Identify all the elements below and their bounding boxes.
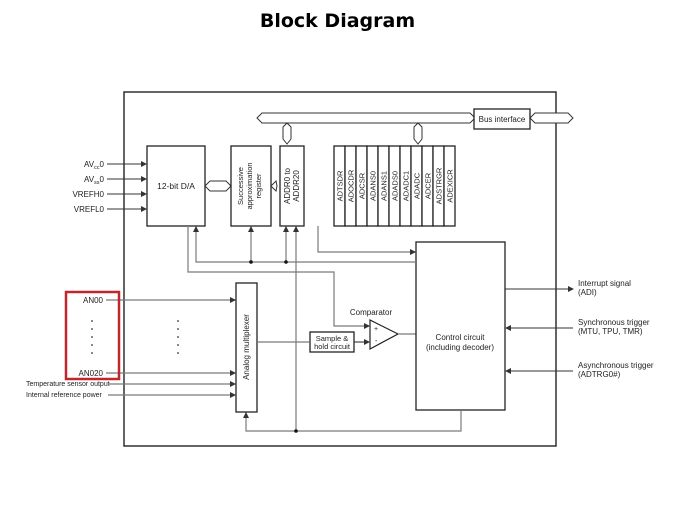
register-label: ADTSDR (336, 170, 345, 201)
module-boundary (123, 91, 557, 447)
interrupt-label-line2: (ADI) (578, 288, 597, 297)
sar-label-line3: register (254, 173, 263, 199)
interrupt-label-line1: Interrupt signal (578, 279, 631, 288)
sar-label-line2: approximation (245, 162, 254, 209)
control-circuit-block (415, 241, 506, 411)
register-label: ADCER (424, 172, 433, 199)
internal-ref-label: Internal reference power (26, 392, 103, 399)
register-label: ADANS0 (369, 171, 378, 201)
sync-trigger-label-line2: (MTU, TPU, TMR) (578, 327, 643, 336)
register-label: ADCSR (358, 172, 367, 199)
register-label: ADADC (413, 172, 422, 199)
bus-interface-block (473, 108, 531, 130)
analog-multiplexer-label: Analog multiplexer (242, 314, 251, 380)
avss-label: AVss0 (84, 175, 105, 186)
control-circuit-label-line2: (including decoder) (426, 343, 494, 352)
an020-label: AN020 (79, 369, 104, 378)
comparator-plus: + (374, 326, 378, 333)
temp-sensor-label: Temperature sensor output (26, 381, 110, 388)
analog-inputs-highlight (64, 290, 121, 381)
vrefh-label: VREFH0 (72, 190, 104, 199)
register-label: ADSTRGR (435, 167, 444, 204)
register-label: ADEXICR (446, 169, 455, 203)
vrefl-label: VREFL0 (74, 205, 105, 214)
register-cell (443, 145, 456, 227)
addr-registers-block (279, 145, 305, 227)
register-label: ADADC1 (402, 171, 411, 201)
sample-hold-label-line2: hold circuit (314, 342, 351, 351)
sar-addr-bus (270, 179, 278, 193)
avcc-label: AVcc0 (84, 160, 105, 171)
async-trigger-label-line1: Asynchronous trigger (578, 361, 654, 370)
channel-ellipsis-left (91, 320, 93, 354)
async-trigger-label-line2: (ADTRG0#) (578, 370, 621, 379)
register-label: ADOCDR (347, 169, 356, 202)
sample-hold-label-line1: Sample & (316, 334, 349, 343)
register-label: ADADS0 (391, 171, 400, 201)
comparator-minus: - (375, 338, 378, 345)
bus-interface-label: Bus interface (479, 115, 526, 124)
comparator-symbol (369, 319, 400, 351)
addr-label-line1: ADDR0 to (283, 167, 292, 204)
sar-label-line1: Successive (236, 167, 245, 205)
da-sar-bus (204, 180, 232, 192)
internal-wiring (187, 226, 462, 433)
page-title: Block Diagram (259, 10, 416, 32)
control-circuit-label-line1: Control circuit (436, 333, 486, 342)
da-converter-label: 12-bit D/A (157, 181, 195, 191)
an00-label: AN00 (83, 296, 104, 305)
comparator-label: Comparator (350, 308, 393, 317)
sync-trigger-label-line1: Synchronous trigger (578, 318, 650, 327)
channel-ellipsis-right (177, 320, 179, 354)
register-label: ADANS1 (380, 171, 389, 201)
addr-label-line2: ADDR20 (292, 170, 301, 202)
